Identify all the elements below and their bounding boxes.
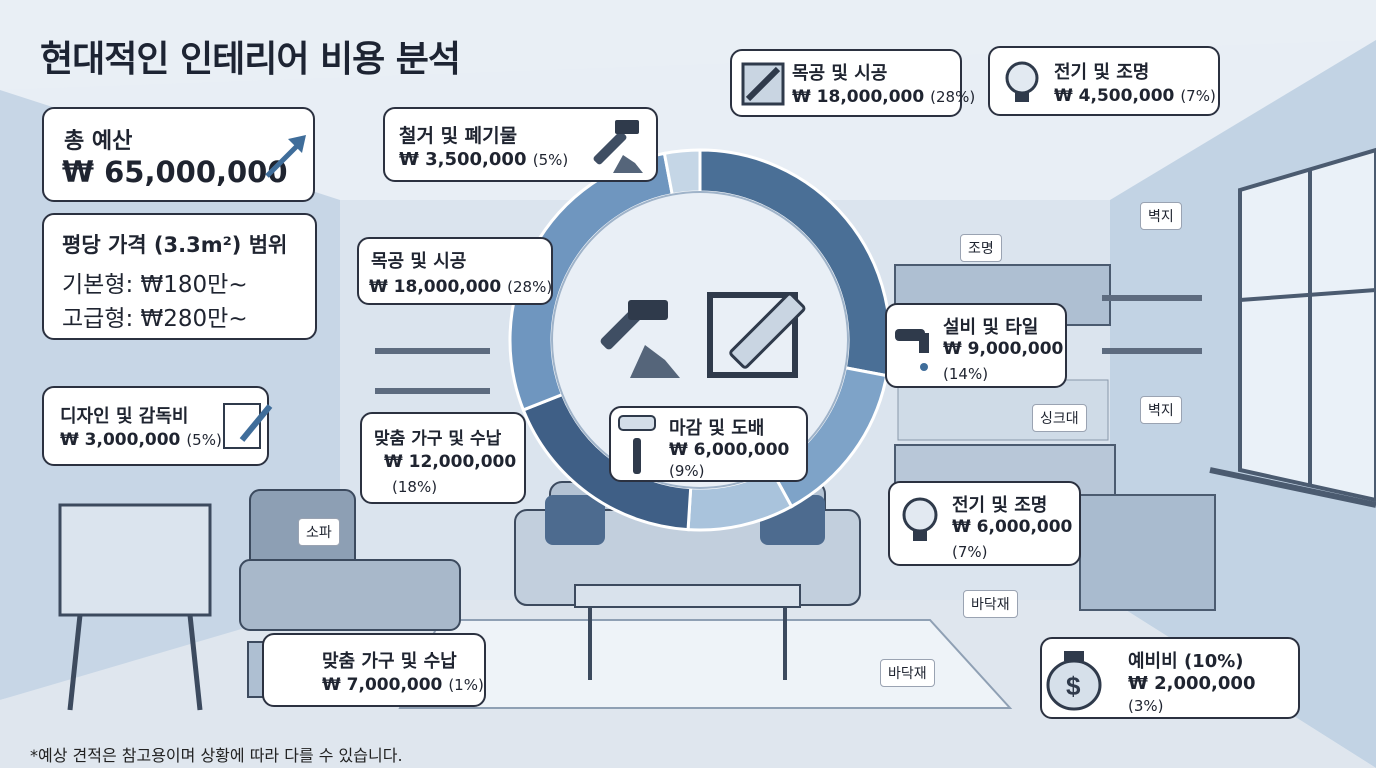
custom-furniture-small-pct: (1%): [448, 676, 484, 694]
coffee-table: [574, 584, 801, 680]
callout-electric-top: 전기 및 조명 ₩ 4,500,000 (7%): [988, 46, 1220, 116]
drafting-table: [58, 503, 212, 711]
contingency-name: 예비비 (10%): [1128, 651, 1244, 672]
label-wallpaper-2: 벽지: [1140, 396, 1182, 424]
label-sink: 싱크대: [1032, 404, 1087, 432]
paint-roller-icon: [618, 415, 656, 474]
demolition-amount: ₩ 3,500,000 (5%): [399, 149, 568, 170]
callout-finishing: 마감 및 도배 ₩ 6,000,000 (9%): [609, 406, 808, 482]
footnote: *예상 견적은 참고용이며 상황에 따라 다를 수 있습니다.: [30, 746, 403, 765]
carpentry-left-amount-value: ₩ 18,000,000: [369, 277, 502, 297]
plumbing-amount: ₩ 9,000,000: [943, 339, 1064, 359]
electric-right-pct: (7%): [952, 543, 988, 561]
ring-segment: [662, 148, 702, 197]
label-lighting: 조명: [960, 234, 1002, 262]
callout-electric-right: 전기 및 조명 ₩ 6,000,000 (7%): [888, 481, 1081, 566]
electric-top-pct: (7%): [1180, 87, 1216, 105]
per-pyeong-heading: 평당 가격 (3.3m²) 범위: [62, 233, 288, 257]
plumbing-name: 설비 및 타일: [943, 317, 1039, 338]
custom-furniture-small-name: 맞춤 가구 및 수납: [322, 651, 457, 672]
demolition-name: 철거 및 폐기물: [399, 125, 518, 147]
per-pyeong-card: 평당 가격 (3.3m²) 범위 기본형: ₩180만~ 고급형: ₩280만~: [42, 213, 317, 340]
electric-right-name: 전기 및 조명: [952, 495, 1048, 516]
callout-contingency: $ 예비비 (10%) ₩ 2,000,000 (3%): [1040, 637, 1300, 719]
finishing-pct: (9%): [669, 462, 705, 480]
frame-icon: [707, 292, 806, 378]
per-pyeong-basic: 기본형: ₩180만~: [62, 272, 248, 298]
plumbing-pct: (14%): [943, 365, 989, 383]
design-pct: (5%): [186, 431, 222, 449]
label-sofa: 소파: [298, 518, 340, 546]
electric-top-amount: ₩ 4,500,000 (7%): [1054, 86, 1216, 106]
budget-label: 총 예산: [64, 129, 133, 154]
budget-value: ₩ 65,000,000: [62, 155, 288, 189]
carpentry-left-pct: (28%): [507, 278, 553, 296]
callout-plumbing: 설비 및 타일 ₩ 9,000,000 (14%): [885, 303, 1067, 388]
callout-carpentry-left: 목공 및 시공 ₩ 18,000,000 (28%): [357, 237, 553, 305]
label-floor-1: 바닥재: [963, 590, 1018, 618]
callout-custom-furniture: 맞춤 가구 및 수납 ₩ 12,000,000 (18%): [360, 412, 526, 504]
document-pencil-icon: [223, 403, 273, 449]
carpentry-top-name: 목공 및 시공: [792, 63, 888, 84]
bulb-icon: [902, 497, 938, 541]
demolition-pct: (5%): [532, 151, 569, 169]
callout-carpentry-top: 목공 및 시공 ₩ 18,000,000 (28%): [730, 49, 975, 117]
custom-furniture-small-amount: ₩ 7,000,000 (1%): [322, 675, 484, 695]
per-pyeong-premium: 고급형: ₩280만~: [62, 306, 248, 332]
contingency-amount: ₩ 2,000,000: [1128, 673, 1256, 694]
electric-right-amount: ₩ 6,000,000: [952, 517, 1073, 537]
bulb-icon: [1005, 61, 1039, 102]
label-wallpaper-1: 벽지: [1140, 202, 1182, 230]
money-bag-icon: $: [1046, 651, 1102, 711]
svg-text:$: $: [1066, 671, 1081, 701]
demolition-amount-value: ₩ 3,500,000: [399, 149, 527, 170]
callout-design: 디자인 및 감독비 ₩ 3,000,000 (5%): [42, 386, 273, 466]
carpentry-top-amount: ₩ 18,000,000 (28%): [792, 87, 975, 107]
design-amount: ₩ 3,000,000 (5%): [60, 430, 222, 450]
budget-card: 총 예산 ₩ 65,000,000: [42, 107, 315, 202]
custom-furniture-amount: ₩ 12,000,000: [384, 452, 517, 472]
hammer-icon: [593, 120, 643, 173]
carpentry-left-name: 목공 및 시공: [371, 251, 467, 272]
carpentry-top-pct: (28%): [930, 88, 976, 106]
design-name: 디자인 및 감독비: [60, 406, 189, 427]
carpentry-top-amount-value: ₩ 18,000,000: [792, 87, 925, 107]
electric-top-name: 전기 및 조명: [1054, 62, 1150, 83]
finishing-amount: ₩ 6,000,000: [669, 440, 790, 460]
custom-furniture-name: 맞춤 가구 및 수납: [374, 429, 502, 449]
label-floor-2: 바닥재: [880, 659, 935, 687]
carpentry-left-amount: ₩ 18,000,000 (28%): [369, 277, 552, 297]
finishing-name: 마감 및 도배: [669, 418, 765, 439]
saw-icon: [741, 62, 785, 106]
design-amount-value: ₩ 3,000,000: [60, 430, 181, 450]
callout-custom-furniture-small: 맞춤 가구 및 수납 ₩ 7,000,000 (1%): [262, 633, 486, 707]
custom-furniture-small-amount-value: ₩ 7,000,000: [322, 675, 443, 695]
faucet-icon: [895, 329, 929, 371]
trend-arrow-icon: [265, 135, 306, 178]
hammer-icon: [600, 300, 680, 378]
callout-demolition: 철거 및 폐기물 ₩ 3,500,000 (5%): [383, 107, 658, 182]
shelves: [375, 295, 1202, 394]
custom-furniture-pct: (18%): [392, 478, 438, 496]
contingency-pct: (3%): [1128, 697, 1164, 715]
window: [1209, 147, 1376, 508]
page-title: 현대적인 인테리어 비용 분석: [40, 39, 461, 80]
electric-top-amount-value: ₩ 4,500,000: [1054, 86, 1175, 106]
